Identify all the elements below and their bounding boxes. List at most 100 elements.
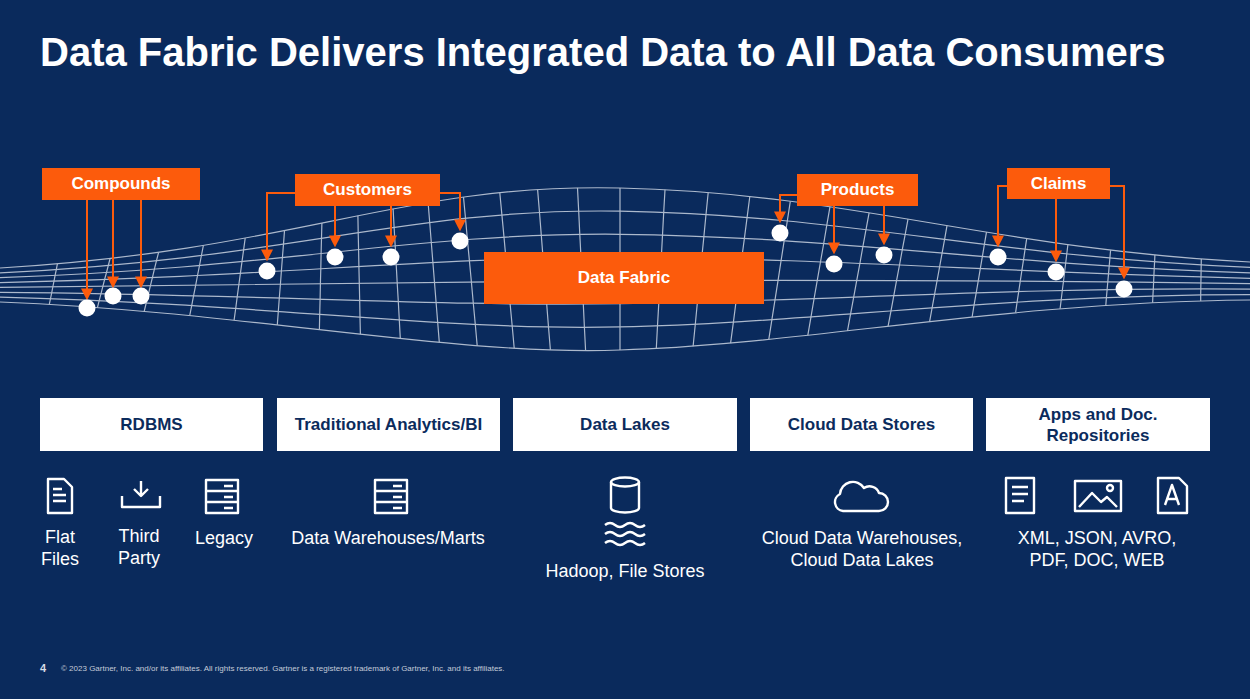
image-icon (1075, 481, 1121, 511)
leader-line (390, 206, 392, 245)
mesh-line (234, 238, 245, 320)
water-icon (605, 523, 645, 545)
data-dot (826, 256, 843, 273)
leader-line (440, 193, 460, 229)
fabric-box: Data Fabric (484, 252, 764, 304)
node-label: Traditional Analytics/BI (295, 414, 482, 435)
node-label: Customers (323, 180, 412, 200)
leader-line (883, 206, 885, 243)
server-icon (206, 480, 238, 513)
document-icon (1006, 478, 1034, 513)
mesh-line (930, 226, 947, 322)
source-label: Legacy (179, 527, 269, 549)
source-label: Flat Files (30, 526, 90, 570)
node-label: Products (821, 180, 895, 200)
data-dot (79, 300, 96, 317)
data-dot (133, 288, 150, 305)
leader-line (112, 200, 114, 286)
text-file-icon (1158, 478, 1187, 513)
cloud-icon (835, 482, 888, 511)
mesh-line (393, 209, 400, 339)
page-number: 4 (37, 662, 49, 674)
fabric-mesh (0, 188, 1250, 351)
node-label: Apps and Doc. Repositories (994, 404, 1202, 446)
node-text-group: RDBMS (120, 414, 182, 435)
data-dot (259, 263, 276, 280)
leader-line (1110, 186, 1124, 277)
source-box: Cloud Data Stores (750, 398, 973, 451)
source-label: XML, JSON, AVRO, PDF, DOC, WEB (1008, 527, 1186, 571)
mesh-line (769, 201, 791, 339)
mesh-line (0, 300, 1250, 351)
node-text-group: Traditional Analytics/BI (295, 414, 482, 435)
data-dot (1116, 281, 1133, 298)
mesh-line (808, 207, 830, 336)
node-text-group: Data Lakes (580, 414, 670, 435)
source-box: Traditional Analytics/BI (277, 398, 500, 451)
mesh-line (464, 197, 478, 346)
data-dot (327, 249, 344, 266)
mesh-line (319, 223, 322, 330)
server-icon (375, 480, 407, 513)
category-tag: Customers (295, 174, 440, 206)
leader-line (334, 206, 336, 245)
node-text-group: Customers (323, 180, 412, 200)
leader-line (140, 200, 142, 286)
leader-line (998, 186, 1007, 245)
source-label: Cloud Data Warehouses, Cloud Data Lakes (751, 527, 973, 571)
category-tag: Products (797, 174, 918, 206)
node-label: Data Fabric (578, 268, 671, 288)
node-text-group: Claims (1031, 174, 1087, 194)
leader-lines (87, 186, 1124, 298)
node-label: Claims (1031, 174, 1087, 194)
node-text-group: Apps and Doc. Repositories (994, 404, 1202, 446)
mesh-line (972, 232, 986, 317)
download-tray-icon (122, 481, 160, 507)
node-label: Compounds (71, 174, 170, 194)
mesh-line (888, 219, 908, 326)
leader-line (1055, 199, 1057, 260)
mesh-line (1200, 259, 1202, 301)
mesh-line (1016, 239, 1027, 313)
source-box: Apps and Doc. Repositories (986, 398, 1210, 451)
source-box: RDBMS (40, 398, 263, 451)
leader-line (267, 193, 295, 259)
mesh-line (358, 216, 361, 335)
mesh-line (277, 231, 284, 325)
leader-line (833, 206, 835, 252)
category-tag: Claims (1007, 168, 1110, 199)
category-tag: Compounds (42, 168, 200, 200)
leader-line (780, 195, 797, 221)
data-dot (383, 249, 400, 266)
source-label: Third Party (109, 525, 169, 569)
source-label: Data Warehouses/Marts (273, 527, 503, 549)
mesh-line (1106, 250, 1111, 305)
node-text-group: Products (821, 180, 895, 200)
copyright-note: © 2023 Gartner, Inc. and/or its affiliat… (61, 664, 581, 674)
mesh-line (428, 203, 439, 343)
data-dot (1048, 264, 1065, 281)
mesh-line (1153, 255, 1155, 303)
node-text-group: Cloud Data Stores (788, 414, 935, 435)
database-icon (611, 478, 639, 513)
node-text-group: Compounds (71, 174, 170, 194)
file-icon (48, 479, 72, 513)
data-points (79, 225, 1133, 317)
data-dot (772, 225, 789, 242)
node-text-group: Data Fabric (578, 268, 671, 288)
slide-title: Data Fabric Delivers Integrated Data to … (40, 30, 1220, 74)
leader-line (86, 200, 88, 298)
source-box: Data Lakes (513, 398, 737, 451)
node-label: RDBMS (120, 414, 182, 435)
source-label: Hadoop, File Stores (510, 560, 740, 582)
mesh-line (49, 264, 57, 305)
data-dot (452, 233, 469, 250)
data-dot (105, 288, 122, 305)
mesh-line (190, 245, 204, 315)
data-dot (876, 247, 893, 264)
data-dot (990, 249, 1007, 266)
node-label: Cloud Data Stores (788, 414, 935, 435)
node-label: Data Lakes (580, 414, 670, 435)
